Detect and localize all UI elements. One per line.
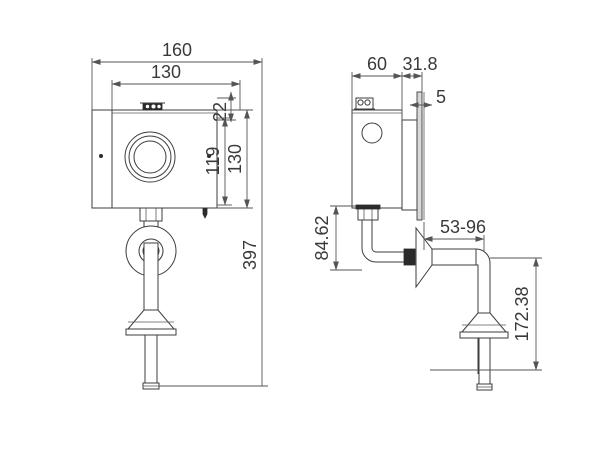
front-view-group [91, 102, 218, 390]
side-top-module-hole-left [357, 99, 364, 106]
side-wall-pocket [401, 119, 418, 211]
dim-5396-label: 53-96 [440, 217, 486, 237]
front-dimension-group: 160 130 22 119 130 397 [91, 40, 268, 387]
front-bottom-pin [202, 207, 208, 219]
side-pipe-outer [361, 220, 404, 263]
side-top-module-hole-right [364, 99, 371, 106]
front-spud-tail [144, 334, 158, 384]
side-elbow-outer [475, 248, 491, 374]
side-spud-tail [478, 337, 491, 385]
front-top-module-hole-right [156, 104, 162, 109]
front-screw-right [206, 153, 211, 158]
dim-119-label: 119 [203, 147, 223, 176]
side-view-group [351, 91, 509, 391]
front-top-module-hole-left [145, 104, 150, 109]
side-sensor-eye [361, 122, 383, 144]
front-sensor-lens [133, 140, 167, 174]
front-top-module-hole-mid [150, 103, 157, 110]
side-pipe-inner [371, 220, 404, 253]
dim-17238-label: 172.38 [512, 286, 532, 341]
side-dimension-group: 60 31.8 5 84.62 53-96 172.38 [312, 54, 542, 371]
side-bell-collar [459, 331, 509, 339]
side-nut-washer [355, 204, 381, 210]
dim-160-label: 160 [162, 40, 192, 60]
dim-22-label: 22 [210, 102, 230, 122]
dim-60-label: 60 [367, 54, 387, 74]
side-extension-run [431, 248, 477, 266]
dim-318-label: 31.8 [402, 54, 437, 74]
dim-130h-label: 130 [225, 144, 245, 174]
side-hex-nut [357, 207, 379, 221]
side-wall-plate [416, 91, 423, 221]
dim-130w-label: 130 [151, 62, 181, 82]
dim-397-label: 397 [240, 240, 260, 270]
front-screw-left [99, 153, 104, 158]
front-hex-nut [139, 207, 163, 222]
side-pipe-connector-nut [403, 248, 416, 266]
dim-8462-label: 84.62 [312, 215, 332, 260]
front-bell-collar [125, 328, 177, 336]
dim-5-label: 5 [436, 87, 446, 107]
